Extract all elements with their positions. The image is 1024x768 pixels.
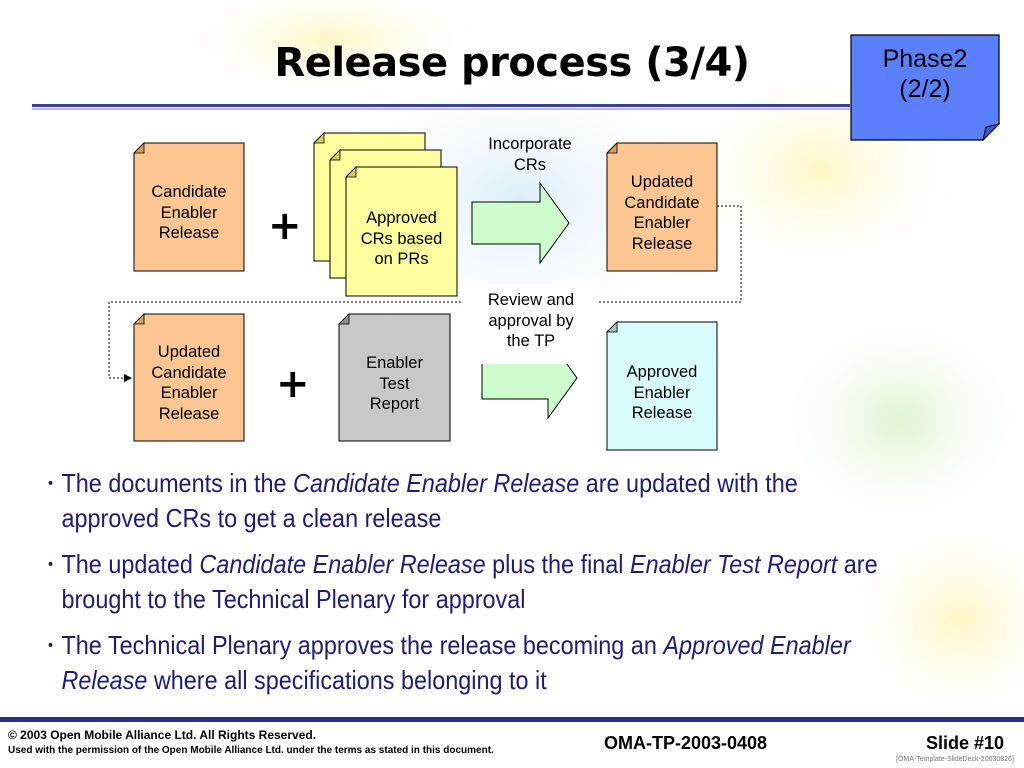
doc-approved-release-line3: Release (631, 404, 693, 422)
plus-sign-top: + (268, 203, 302, 249)
bullet-1-text-c: are updated with the approved CRs to get… (61, 468, 798, 533)
doc-candidate-label: Candidate Enabler Release (134, 182, 244, 244)
footer-doc-id: OMA-TP-2003-0408 (604, 733, 768, 753)
doc-candidate-line2: Enabler (160, 203, 218, 222)
doc-test-report-line3: Report (369, 395, 420, 413)
arrow-incorporate-line1: Incorporate (488, 135, 572, 153)
phase-label: Phase2 (2/2) (850, 44, 1000, 104)
doc-updated-top-line1: Updated (630, 173, 694, 191)
title-divider (32, 104, 850, 107)
phase-label-line1: Phase2 (882, 45, 968, 73)
arrow-review-line1: Review and (487, 291, 575, 309)
footer-slide-number: Slide #10 (926, 733, 1005, 753)
bullet-2-text-e: are brought to the Technical Plenary for… (61, 549, 878, 614)
doc-approved-crs-label: Approved CRs based on PRs (346, 208, 457, 270)
review-label-background (463, 284, 599, 364)
dotted-connector (108, 205, 742, 382)
bullet-item: The documents in the Candidate Enabler R… (48, 466, 894, 536)
arrow-incorporate-label: Incorporate CRs (460, 134, 600, 175)
doc-updated-bottom-line1: Updated (157, 343, 221, 361)
title-divider-shadow (32, 108, 850, 110)
bullet-2-text-d: Enabler Test Report (630, 549, 838, 579)
bullet-item: The updated Candidate Enabler Release pl… (48, 547, 894, 617)
arrow-review-line3: the TP (506, 332, 556, 350)
arrow-review-label: Review and approval by the TP (463, 290, 599, 352)
doc-approved-release-line1: Approved (626, 363, 698, 381)
slide-title: Release process (3/4) (274, 40, 750, 86)
bullet-3-text-a: The Technical Plenary approves the relea… (61, 630, 664, 660)
bullet-item: The Technical Plenary approves the relea… (48, 628, 894, 698)
bullet-2-text-c: plus the final (485, 549, 631, 579)
doc-test-report-line2: Test (379, 374, 410, 393)
doc-updated-top-line4: Release (631, 234, 693, 253)
bullet-3-text-b: Approved Enabler Release (61, 630, 851, 695)
bullet-1-text-b: Candidate Enabler Release (293, 468, 580, 498)
doc-approved-release-line2: Enabler (633, 383, 691, 402)
doc-test-report-line1: Enabler (366, 354, 423, 372)
arrow-incorporate-crs (471, 181, 570, 265)
doc-candidate-line3: Release (158, 224, 220, 242)
bullet-list: The documents in the Candidate Enabler R… (48, 466, 894, 709)
footer-copyright: © 2003 Open Mobile Alliance Ltd. All Rig… (8, 728, 317, 742)
doc-approved-crs-line3: on PRs (374, 250, 429, 268)
release-process-diagram (108, 132, 742, 451)
bullet-3-text-c: where all specifications belonging to it (147, 665, 547, 695)
doc-approved-crs-line2: CRs based (360, 229, 443, 248)
phase-label-line2: (2/2) (899, 75, 951, 103)
doc-updated-top-line3: Enabler (633, 214, 691, 232)
doc-updated-top-line2: Candidate (624, 193, 700, 212)
doc-updated-top-label: Updated Candidate Enabler Release (607, 172, 717, 254)
footer-permission: Used with the permission of the Open Mob… (8, 745, 494, 756)
phase-badge (850, 34, 1000, 141)
doc-approved-crs-line1: Approved (366, 209, 437, 227)
doc-updated-bottom-label: Updated Candidate Enabler Release (134, 342, 244, 424)
arrow-incorporate-line2: CRs (513, 155, 547, 174)
doc-test-report-label: Enabler Test Report (339, 353, 450, 415)
footer-template-id: [OMA-Template-SlideDeck-20030826] (896, 756, 1014, 763)
doc-candidate-line1: Candidate (151, 183, 227, 201)
footer-divider (0, 717, 1024, 722)
plus-sign-bottom: + (276, 361, 310, 407)
doc-approved-release-label: Approved Enabler Release (607, 362, 717, 424)
bullet-1-text-a: The documents in the (61, 468, 294, 498)
doc-updated-bottom-line2: Candidate (151, 363, 227, 382)
doc-updated-bottom-line3: Enabler (160, 384, 218, 402)
arrow-review-line2: approval by (488, 311, 574, 330)
bullet-2-text-a: The updated (61, 549, 200, 579)
doc-updated-bottom-line4: Release (158, 404, 220, 423)
bullet-2-text-b: Candidate Enabler Release (199, 549, 486, 579)
